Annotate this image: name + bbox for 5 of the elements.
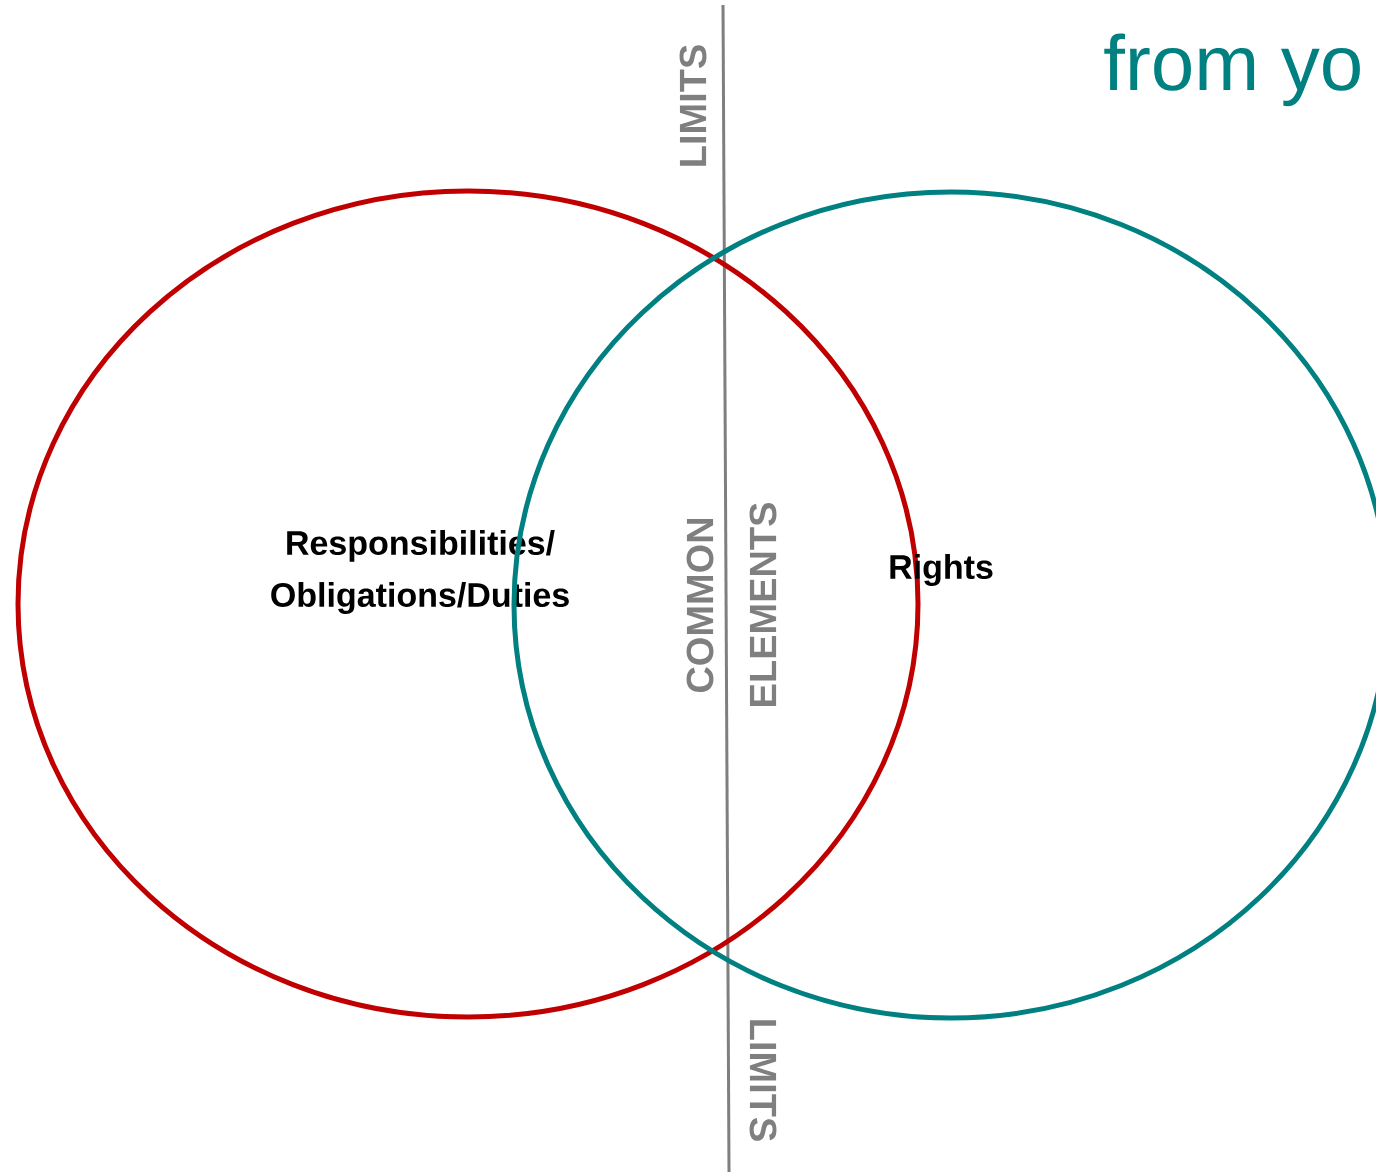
rotated-label: COMMON: [686, 518, 714, 693]
rotated-label: LIMITS: [749, 1020, 777, 1141]
title: from yo: [1104, 33, 1360, 107]
rotated-label: LIMITS: [679, 45, 707, 166]
rotated-label: ELEMENTS: [749, 503, 777, 706]
